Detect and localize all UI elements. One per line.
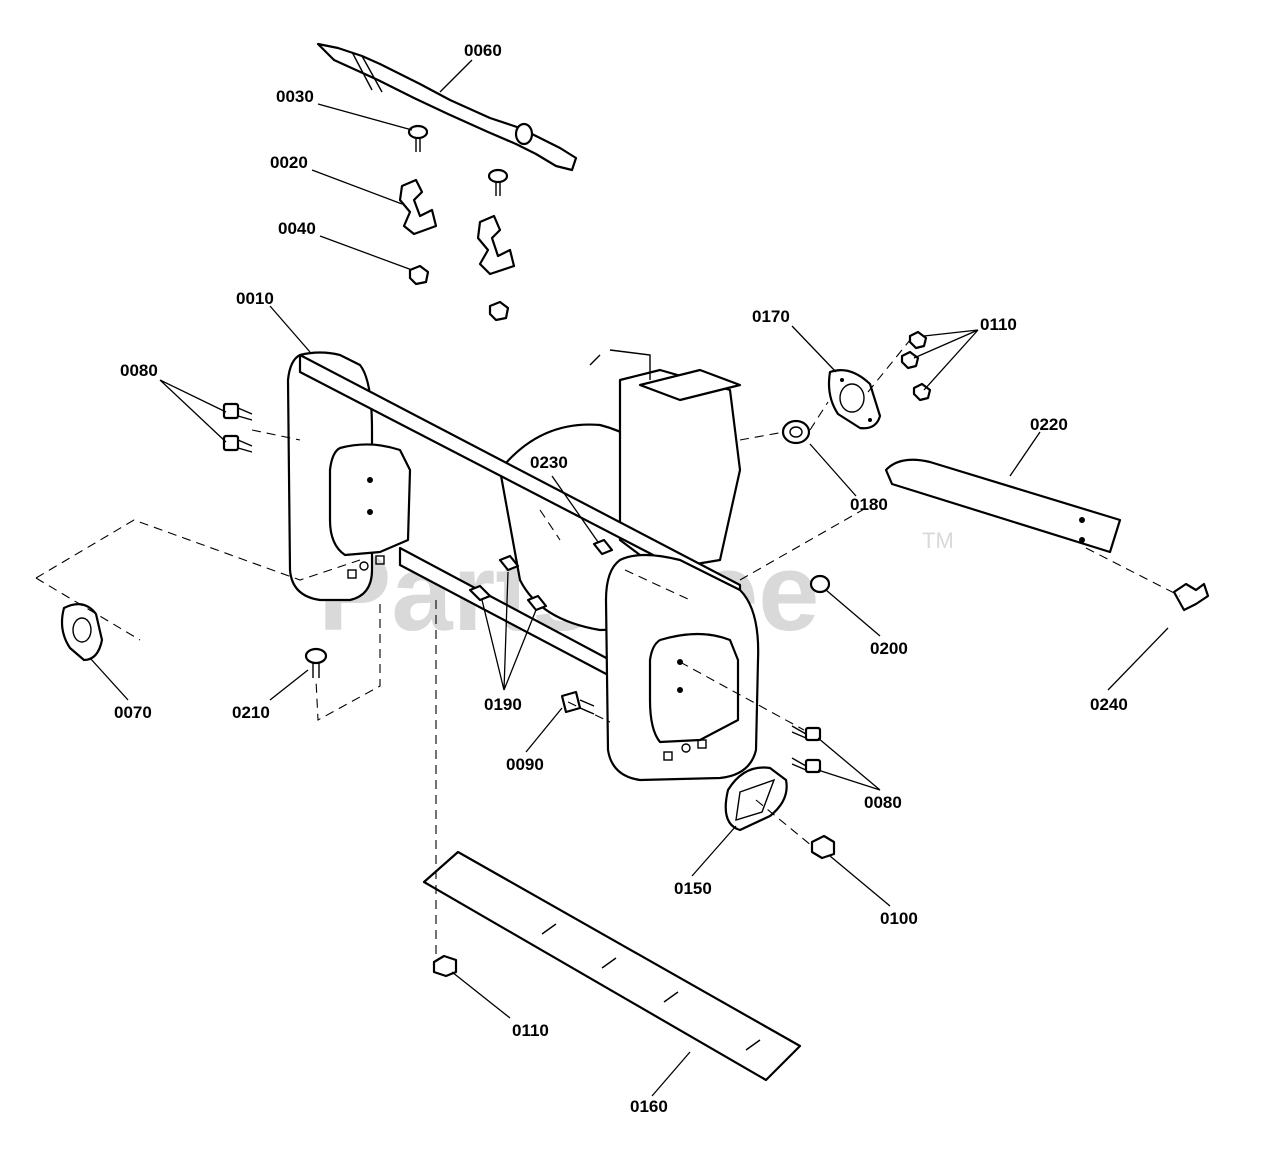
auger-housing: [286, 349, 760, 782]
callout-leader-lines: [89, 59, 1169, 1097]
trademark-mark: TM: [922, 528, 954, 553]
bearing-cover-0150: [724, 766, 788, 832]
screw-0230: [592, 538, 614, 556]
shear-bolts-0190: [468, 554, 548, 612]
bolt-0200: [809, 574, 831, 594]
callout-0190: 0190: [484, 695, 522, 714]
callout-0030: 0030: [276, 87, 314, 106]
callout-0110-top: 0110: [980, 315, 1017, 334]
scraper-blade: [422, 850, 802, 1082]
callout-0220: 0220: [1030, 415, 1068, 434]
ball-bearing: [781, 419, 811, 445]
flange-bearing-0070: [60, 603, 104, 662]
hex-bolts-0080-right: [791, 725, 822, 774]
chute-bracket-left: [398, 178, 438, 236]
callout-0160: 0160: [630, 1097, 668, 1116]
carriage-bolt-0030: [407, 124, 429, 152]
bearing-flange-plate: [827, 369, 882, 430]
hex-nuts-0110-set: [900, 330, 932, 402]
hex-nut-0040: [408, 264, 430, 286]
hex-bolt-0090: [560, 690, 595, 715]
callout-labels: 0060 0030 0020 0040 0010 0080 0170 0110 …: [114, 41, 1128, 1116]
callout-0150: 0150: [674, 879, 712, 898]
carriage-bolt-0210: [304, 647, 328, 678]
callout-0040: 0040: [278, 219, 316, 238]
callout-0010: 0010: [236, 289, 274, 308]
callout-0180: 0180: [850, 495, 888, 514]
chute-crank-handle: [316, 42, 578, 172]
carriage-bolt-right: [487, 168, 509, 196]
callout-0070: 0070: [114, 703, 152, 722]
callout-0080-right: 0080: [864, 793, 902, 812]
callout-0230: 0230: [530, 453, 568, 472]
callout-0060: 0060: [464, 41, 502, 60]
hex-nut-0100: [810, 834, 836, 860]
callout-0200: 0200: [870, 639, 908, 658]
chute-bracket-right: [476, 214, 516, 276]
callout-0090: 0090: [506, 755, 544, 774]
wing-nut: [1172, 582, 1210, 612]
assembly-guide-lines: [35, 339, 1181, 958]
callout-0110-bottom: 0110: [512, 1021, 549, 1040]
callout-0240: 0240: [1090, 695, 1128, 714]
callout-0210: 0210: [232, 703, 270, 722]
hex-bolts-0080-left: [222, 402, 253, 453]
hex-nut-0110-lower: [432, 954, 458, 978]
callout-0080-left: 0080: [120, 361, 158, 380]
auger-skid-strip: [884, 458, 1122, 554]
callout-0170: 0170: [752, 307, 790, 326]
callout-0020: 0020: [270, 153, 308, 172]
callout-0100: 0100: [880, 909, 918, 928]
hex-nut-right: [488, 300, 510, 322]
